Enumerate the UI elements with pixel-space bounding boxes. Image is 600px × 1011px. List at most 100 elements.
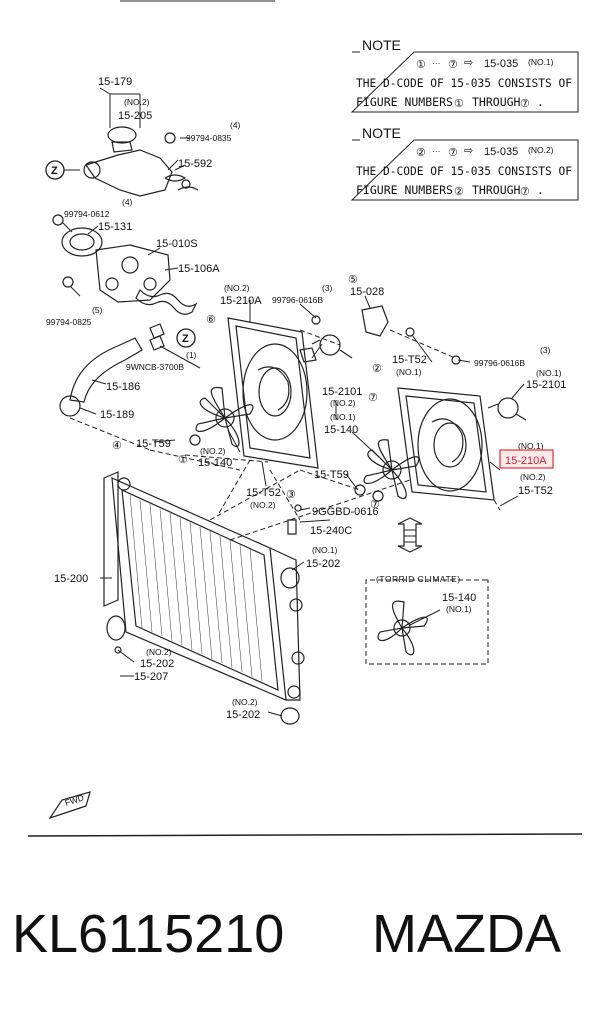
callout-1: ① xyxy=(178,454,188,466)
leader-lines xyxy=(79,87,525,717)
label-qty: (3) xyxy=(322,283,333,293)
label-15-T52-right: 15-T52 xyxy=(518,485,553,497)
note-2-range-end: ⑦ xyxy=(448,147,458,159)
label-qty: (5) xyxy=(92,305,103,315)
label-no2: (NO.2) xyxy=(124,97,150,107)
label-15-T52-mid: 15-T52 xyxy=(246,487,281,499)
label-no2: (NO.2) xyxy=(232,697,258,707)
radiator xyxy=(103,471,305,701)
svg-text:Z: Z xyxy=(182,333,189,345)
highlight-box xyxy=(499,449,554,469)
note-1-line-2-prefix: FIGURE NUMBERS xyxy=(356,95,453,109)
note-2-code: 15-035 xyxy=(484,146,518,158)
fan-shroud-left xyxy=(227,317,319,469)
label-15-179: 15-179 xyxy=(98,76,132,88)
label-15-592: 15-592 xyxy=(178,158,212,170)
label-99796-0616B: 99796-0616B xyxy=(272,295,323,305)
label-no1: (NO.1) xyxy=(446,604,472,614)
note-1-arrow: ⇨ xyxy=(464,57,473,69)
label-15-189: 15-189 xyxy=(100,409,134,421)
fwd-label: FWD xyxy=(64,792,86,807)
note-2-line-2-end: . xyxy=(537,183,544,197)
note-2-line-2-prefix: FIGURE NUMBERS xyxy=(356,183,453,197)
fan-shroud-right xyxy=(397,387,495,501)
lower-radiator-hose xyxy=(59,323,165,417)
label-99794-0612: 99794-0612 xyxy=(64,209,110,219)
label-no2: (NO.2) xyxy=(200,446,226,456)
label-no1: (NO.1) xyxy=(396,367,422,377)
label-99796-0616B: 99796-0616B xyxy=(474,358,525,368)
svg-text:①: ① xyxy=(178,454,188,466)
note-2-line-2-mid: THROUGH xyxy=(472,183,521,197)
torrid-fan-blade xyxy=(377,600,428,656)
note-1-line-2-mid: THROUGH xyxy=(472,95,521,109)
note-2-line-1: THE D-CODE OF 15-035 CONSISTS OF xyxy=(356,164,572,178)
footer-brand: MAZDA xyxy=(372,904,561,964)
label-qty: (4) xyxy=(230,120,241,130)
callout-7a: ⑦ xyxy=(368,392,378,404)
callout-5: ⑤ xyxy=(348,274,358,286)
svg-text:④: ④ xyxy=(112,440,122,452)
note-1-code-suffix: (NO.1) xyxy=(528,57,554,67)
note-2-code-suffix: (NO.2) xyxy=(528,145,554,155)
callout-7b: ⑦ xyxy=(370,499,380,511)
label-9GGBD-0616: 9GGBD-0616 xyxy=(312,506,379,518)
torrid-climate-box xyxy=(365,579,489,665)
label-15-186: 15-186 xyxy=(106,381,140,393)
label-99794-0835: 99794-0835 xyxy=(186,133,232,143)
label-15-010S: 15-010S xyxy=(156,238,198,250)
callout-6: ⑥ xyxy=(206,314,216,326)
callout-4: ④ xyxy=(112,440,122,452)
note-1-range-start: ① xyxy=(416,59,426,71)
bottom-rule xyxy=(27,833,583,837)
dashed-leaders xyxy=(69,329,501,541)
svg-text:⑥: ⑥ xyxy=(206,314,216,326)
note-1-line-1: THE D-CODE OF 15-035 CONSISTS OF xyxy=(356,76,572,90)
svg-text:Z: Z xyxy=(51,165,58,177)
note-1-code: 15-035 xyxy=(484,58,518,70)
radiator-mounts xyxy=(106,504,302,725)
note-1-line-2-to: ⑦ xyxy=(520,98,530,110)
note-2-range-start: ② xyxy=(416,147,426,159)
note-1-range-end: ⑦ xyxy=(448,59,458,71)
note-1-line-2-end: . xyxy=(537,95,544,109)
note-box-2: NOTE ② ··· ⑦ ⇨ 15-035 (NO.2) THE D-CODE … xyxy=(350,125,579,201)
label-15-140-left: 15-140 xyxy=(198,457,232,469)
label-15-106A: 15-106A xyxy=(178,263,220,275)
label-qty: (3) xyxy=(540,345,551,355)
label-15-131: 15-131 xyxy=(98,221,132,233)
label-15-T59-mid: 15-T59 xyxy=(314,469,349,481)
label-no2: (NO.2) xyxy=(520,472,546,482)
svg-text:⑦: ⑦ xyxy=(368,392,378,404)
note-2-line-2-to: ⑦ xyxy=(520,186,530,198)
label-15-205: 15-205 xyxy=(118,110,152,122)
svg-text:②: ② xyxy=(372,363,382,375)
label-no1: (NO.1) xyxy=(312,545,338,555)
callout-2: ② xyxy=(372,363,382,375)
fan-motor-left xyxy=(311,315,353,359)
label-99794-0825: 99794-0825 xyxy=(46,317,92,327)
footer-part-number: KL6115210 xyxy=(12,904,284,964)
note-2-arrow: ⇨ xyxy=(464,145,473,157)
note-2-range-sep: ··· xyxy=(432,146,441,156)
label-torrid-climate: (TORRID CLIMATE) xyxy=(376,574,461,584)
note-1-range-sep: ··· xyxy=(432,58,441,68)
label-15-T52: 15-T52 xyxy=(392,354,427,366)
label-15-200: 15-200 xyxy=(54,573,88,585)
callout-3: ③ xyxy=(286,489,296,501)
note-1-line-2-from: ① xyxy=(454,98,464,110)
label-no2: (NO.2) xyxy=(146,647,172,657)
label-qty: (1) xyxy=(186,350,197,360)
label-no2: (NO.2) xyxy=(330,398,356,408)
double-arrow xyxy=(397,517,423,553)
thermostat-housing xyxy=(83,93,199,197)
label-15-240C: 15-240C xyxy=(310,525,352,537)
label-15-028: 15-028 xyxy=(350,286,384,298)
part-labels: 15-179 (NO.2) 15-205 (4) 99794-0835 15-5… xyxy=(46,76,566,721)
label-15-202: 15-202 xyxy=(306,558,340,570)
label-15-210A-left: 15-210A xyxy=(220,295,262,307)
label-qty: (4) xyxy=(122,197,133,207)
callout-z-upper: Z xyxy=(45,160,80,180)
water-pump xyxy=(52,214,198,315)
